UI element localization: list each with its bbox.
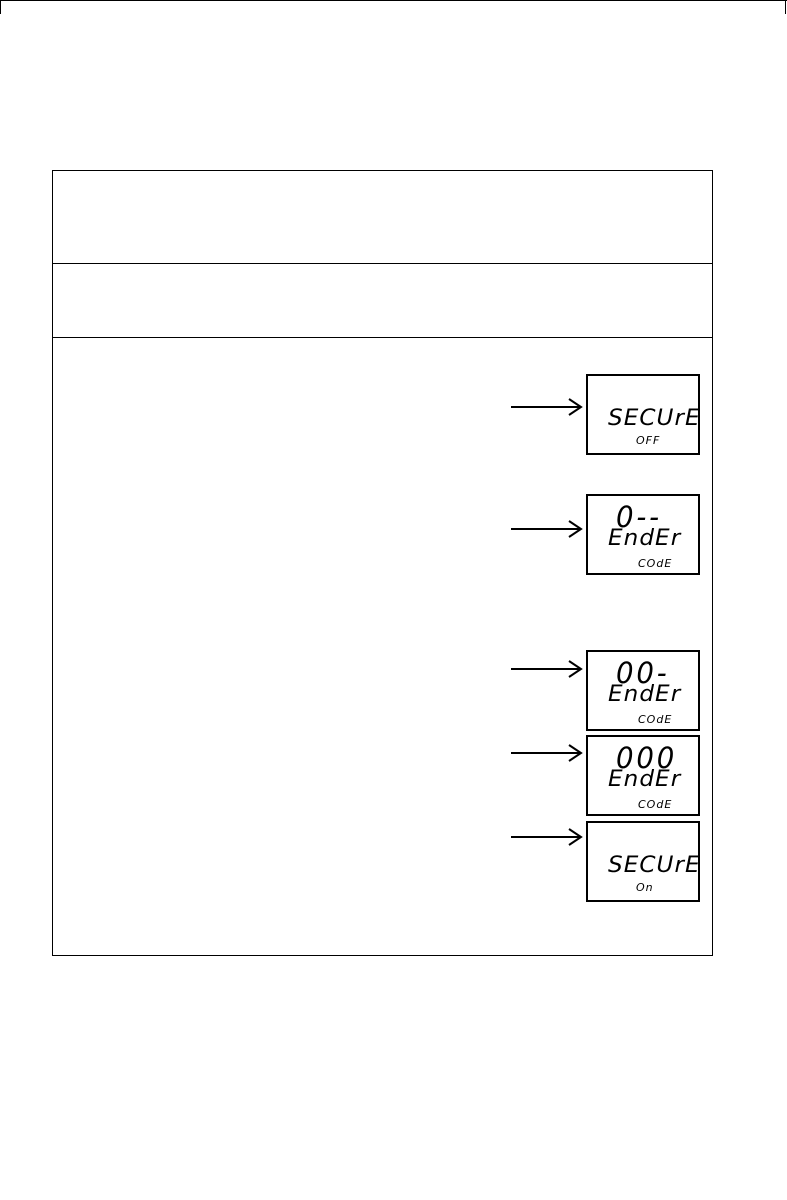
lcd-digits-text: 0--: [616, 500, 662, 534]
lcd-digits-text: 000: [616, 741, 678, 775]
lcd-sub-text: COdE: [638, 798, 673, 811]
arrow-right-icon: [511, 660, 583, 678]
lcd-display-enter-code-1: 0-- EndEr COdE: [586, 494, 700, 575]
table-row-divider: [53, 337, 712, 338]
page-top-rule: [0, 0, 787, 1]
lcd-digits-text: 00-: [616, 656, 670, 690]
lcd-main-text: EndEr: [608, 682, 682, 707]
arrow-right-icon: [511, 398, 583, 416]
arrow-right-icon: [511, 744, 583, 762]
page-top-left-tick: [0, 0, 1, 14]
lcd-display-enter-code-3: 000 EndEr COdE: [586, 735, 700, 816]
lcd-display-secure-off: SECUrE OFF: [586, 374, 700, 455]
lcd-sub-text: On: [636, 881, 654, 894]
lcd-display-secure-on: SECUrE On: [586, 821, 700, 902]
lcd-main-text: EndEr: [608, 526, 682, 551]
lcd-sub-text: COdE: [638, 713, 673, 726]
table-row-divider: [53, 263, 712, 264]
lcd-sub-text: OFF: [636, 434, 661, 447]
page-top-right-tick: [785, 0, 786, 14]
lcd-main-text: EndEr: [608, 767, 682, 792]
arrow-right-icon: [511, 828, 583, 846]
lcd-sub-text: COdE: [638, 557, 673, 570]
arrow-right-icon: [511, 520, 583, 538]
lcd-main-text: SECUrE: [608, 853, 701, 878]
lcd-main-text: SECUrE: [608, 406, 701, 431]
lcd-display-enter-code-2: 00- EndEr COdE: [586, 650, 700, 731]
procedure-table: SECUrE OFF 0-- EndEr COdE 00- EndEr COdE…: [52, 170, 713, 956]
